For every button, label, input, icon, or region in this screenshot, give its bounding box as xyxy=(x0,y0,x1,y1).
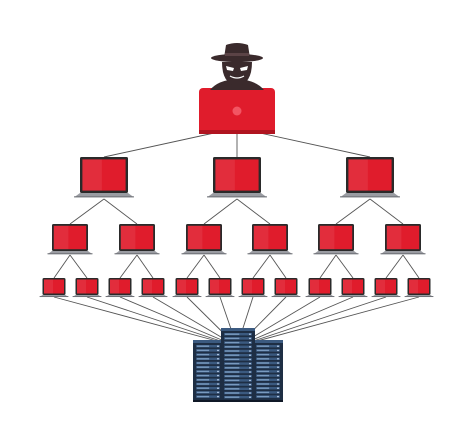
laptop-icon xyxy=(247,224,293,255)
link-l2-to-l3 xyxy=(269,254,287,279)
laptop-logo-icon xyxy=(232,106,242,116)
laptop-network xyxy=(39,157,434,298)
laptop-icon xyxy=(47,224,93,255)
hacker-icon xyxy=(199,43,275,134)
laptop-icon xyxy=(205,278,235,298)
laptop-icon xyxy=(340,157,400,198)
link-l1-to-l2 xyxy=(236,198,271,225)
link-to-server xyxy=(119,296,227,343)
laptop-icon xyxy=(114,224,160,255)
link-l1-to-l2 xyxy=(103,198,138,225)
laptop-icon xyxy=(172,278,202,298)
link-l2-to-l3 xyxy=(119,254,138,279)
link-l2-to-l3 xyxy=(53,254,71,279)
link-l2-to-l3 xyxy=(186,254,205,279)
link-l1-to-l2 xyxy=(369,198,404,225)
laptop-icon xyxy=(74,157,134,198)
link-l1-to-l2 xyxy=(203,198,238,225)
laptop-icon xyxy=(271,278,301,298)
link-to-server xyxy=(152,296,230,343)
link-l2-to-l3 xyxy=(203,254,221,279)
link-l2-to-l3 xyxy=(252,254,271,279)
laptop-icon xyxy=(72,278,102,298)
link-l2-to-l3 xyxy=(136,254,154,279)
laptop-icon xyxy=(105,278,135,298)
link-l2-to-l3 xyxy=(69,254,88,279)
server-unit xyxy=(193,340,223,402)
link-to-server xyxy=(86,296,224,343)
link-l2-to-l3 xyxy=(402,254,420,279)
server-unit xyxy=(253,340,283,402)
laptop-icon xyxy=(181,224,227,255)
link-l1-to-l2 xyxy=(335,198,371,225)
laptop-icon xyxy=(238,278,268,298)
link-to-server xyxy=(53,296,221,343)
laptop-icon xyxy=(371,278,401,298)
link-to-server xyxy=(247,296,354,343)
link-l2-to-l3 xyxy=(319,254,337,279)
laptop-icon xyxy=(138,278,168,298)
laptop-icon xyxy=(305,278,335,298)
link-l1-to-l2 xyxy=(69,198,105,225)
laptop-icon xyxy=(404,278,434,298)
link-l2-to-l3 xyxy=(335,254,354,279)
laptop-icon xyxy=(338,278,368,298)
laptop-icon xyxy=(39,278,69,298)
link-l2-to-l3 xyxy=(385,254,404,279)
link-to-server xyxy=(244,296,321,343)
laptop-icon xyxy=(313,224,359,255)
link-to-server xyxy=(253,296,420,343)
link-to-server xyxy=(250,296,387,343)
laptop-icon xyxy=(207,157,267,198)
server-rack-icon xyxy=(193,328,283,402)
laptop-icon xyxy=(380,224,426,255)
server-unit xyxy=(221,328,255,402)
